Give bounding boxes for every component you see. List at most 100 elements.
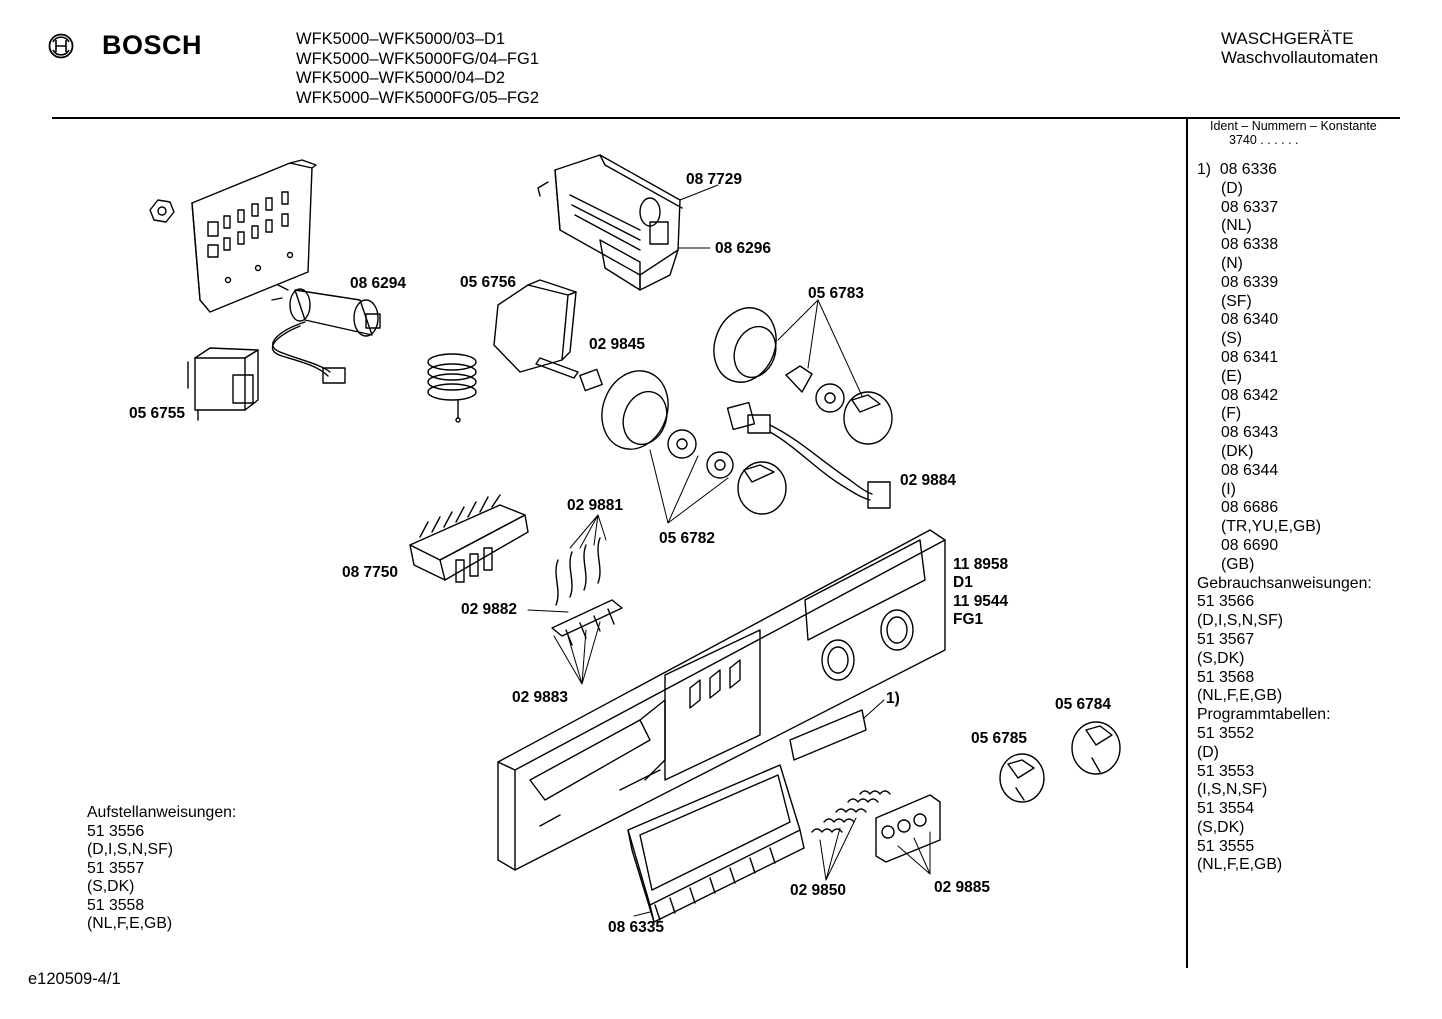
cable-harness-part [726, 401, 891, 509]
list-item: 08 6341 [1221, 348, 1279, 366]
list-item: (S,DK) [1197, 649, 1245, 667]
list-item: 51 3555 [1197, 837, 1255, 855]
list-item: 08 6342 [1221, 386, 1279, 404]
list-item: 51 3567 [1197, 630, 1255, 648]
springs-part [811, 790, 891, 833]
list-item: 51 3554 [1197, 800, 1255, 818]
contact-spring-part [551, 537, 623, 646]
list-item: 51 3557 [87, 859, 145, 877]
brand-name: BOSCH [102, 30, 203, 60]
list-item: 51 3568 [1197, 668, 1255, 686]
list-item: (D,I,S,N,SF) [1197, 612, 1284, 630]
part-number-label: 05 6784 [1055, 696, 1112, 713]
list-item: 51 3552 [1197, 724, 1255, 742]
part-number-label: 08 7729 [686, 171, 743, 188]
section-title: Programmtabellen: [1197, 706, 1331, 724]
part-number-label: FG1 [953, 611, 984, 628]
model-line: WFK5000–WFK5000/04–D2 [296, 69, 506, 87]
part-number-label: 02 9884 [900, 472, 957, 489]
panel-strip-part [789, 709, 867, 761]
list-item: (NL,F,E,GB) [1197, 856, 1283, 874]
part-number-label: 05 6783 [808, 285, 865, 302]
section-title: Gebrauchsanweisungen: [1197, 574, 1372, 592]
list-item: 08 6339 [1221, 273, 1279, 291]
category-subtitle: Waschvollautomaten [1221, 47, 1379, 67]
header-divider [52, 117, 1400, 119]
list-item: (GB) [1221, 555, 1255, 573]
list-item: (NL) [1221, 217, 1252, 235]
part-number-label: 11 9544 [953, 593, 1009, 610]
control-panel-part [497, 529, 946, 871]
part-number-label: 08 7750 [342, 564, 399, 581]
list-item: 08 6337 [1221, 198, 1279, 216]
switch-block-part [409, 494, 529, 583]
list-item: (S) [1221, 330, 1243, 348]
list-item: 08 6343 [1221, 424, 1279, 442]
mounting-plate-part [191, 159, 317, 313]
part-number-label: 05 6755 [129, 405, 186, 422]
list-item: 51 3566 [1197, 593, 1255, 611]
list-item: (N) [1221, 254, 1243, 272]
list-item: (D) [1197, 743, 1219, 761]
ident-constant: 3740 . . . . . . [1229, 133, 1299, 147]
list-item: 08 6686 [1221, 499, 1279, 517]
list-item: 08 6338 [1221, 236, 1279, 254]
knob-part [713, 307, 893, 445]
detergent-flap-part [627, 764, 805, 923]
list-item: (F) [1221, 405, 1242, 423]
list-item: (DK) [1221, 442, 1254, 460]
part-number-label: D1 [953, 574, 973, 591]
list-item: (D,I,S,N,SF) [87, 841, 174, 858]
list-item: 51 3556 [87, 822, 145, 840]
ident-block: Ident – Nummern – Konstante 3740 . . . .… [1210, 119, 1377, 147]
nut-part [149, 199, 175, 223]
list-item: (S,DK) [87, 878, 135, 895]
part-number-label: 02 9883 [512, 689, 569, 706]
part-number-label: 02 9850 [790, 882, 847, 899]
category: WASCHGERÄTE Waschvollautomaten [1221, 29, 1379, 67]
transformer-part [187, 347, 259, 421]
model-list: WFK5000–WFK5000/03–D1 WFK5000–WFK5000FG/… [296, 30, 539, 108]
list-item: 51 3553 [1197, 762, 1255, 780]
leader-lines [527, 184, 931, 917]
knob-part [601, 370, 787, 515]
bosch-logo-icon [48, 33, 74, 58]
list-item: (NL,F,E,GB) [87, 915, 173, 932]
list-item: 08 6690 [1221, 536, 1279, 554]
list-item: 08 6344 [1221, 461, 1279, 479]
program-selector-part [537, 154, 683, 291]
list-item: 08 6340 [1221, 311, 1279, 329]
list-item: (E) [1221, 367, 1243, 385]
model-line: WFK5000–WFK5000/03–D1 [296, 30, 506, 48]
part-number-label: 02 9885 [934, 879, 991, 896]
part-number-label: 02 9845 [589, 336, 646, 353]
list-item: 51 3558 [87, 896, 145, 914]
part-number-label: 11 8958 [953, 556, 1009, 573]
list-item: 1) 08 6336 [1197, 161, 1277, 178]
brand: BOSCH [48, 30, 202, 61]
list-item: (S,DK) [1197, 818, 1245, 836]
list-item: (TR,YU,E,GB) [1221, 518, 1322, 536]
list-item: (I,S,N,SF) [1197, 781, 1268, 799]
part-number-label: 08 6296 [715, 240, 772, 257]
push-buttons-part [875, 794, 941, 863]
document-code: e120509-4/1 [28, 970, 121, 988]
category-title: WASCHGERÄTE [1221, 29, 1354, 48]
list-item: (NL,F,E,GB) [1197, 687, 1283, 705]
exploded-parts-diagram [149, 154, 1121, 923]
list-item: (D) [1221, 179, 1243, 197]
heater-coil-part [427, 353, 477, 423]
part-number-label: 05 6785 [971, 730, 1028, 747]
part-number-label: 08 6335 [608, 919, 665, 936]
timer-switch-part [493, 279, 579, 379]
part-number-label: 05 6756 [460, 274, 517, 291]
model-line: WFK5000–WFK5000FG/04–FG1 [296, 49, 540, 68]
section-title: Aufstellanweisungen: [87, 804, 237, 821]
right-parts-list: 1) 08 6336 (D) 08 6337 (NL) 08 6338 (N) … [1197, 161, 1372, 875]
installation-instructions-list: Aufstellanweisungen: 51 3556 (D,I,S,N,SF… [87, 804, 236, 934]
knob-part [1071, 721, 1121, 775]
ident-title: Ident – Nummern – Konstante [1210, 119, 1377, 133]
capacitor-part [271, 284, 381, 384]
list-item: (I) [1221, 480, 1236, 498]
knob-part [999, 753, 1045, 803]
